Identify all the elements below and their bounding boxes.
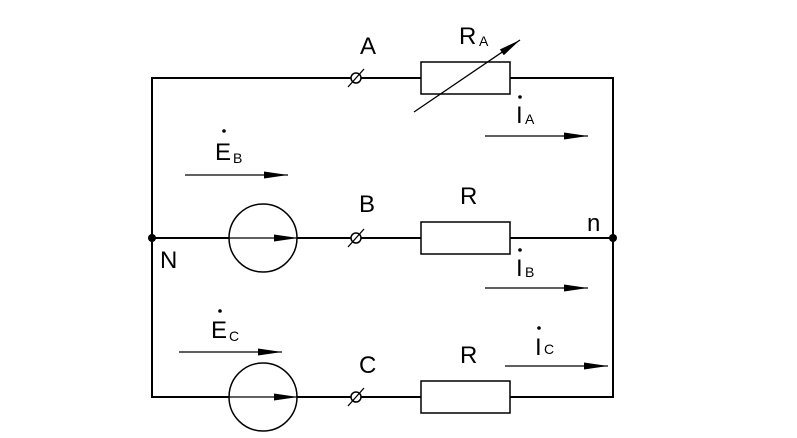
emf-label-c: E C xyxy=(211,309,239,344)
node-label-a: A xyxy=(360,33,376,60)
svg-text:A: A xyxy=(479,33,489,49)
terminal-a-icon xyxy=(347,68,365,88)
node-label-n: n xyxy=(587,210,600,237)
voltage-source-b-icon xyxy=(187,203,298,273)
resistor-ra xyxy=(420,61,511,95)
current-label-c: I C xyxy=(535,326,554,361)
svg-text:I: I xyxy=(516,255,523,282)
svg-text:B: B xyxy=(233,150,242,166)
svg-text:A: A xyxy=(525,111,535,127)
emf-label-b: E B xyxy=(215,129,242,166)
svg-text:E: E xyxy=(215,139,231,166)
svg-text:I: I xyxy=(516,102,523,129)
resistor-label-ra: R A xyxy=(459,23,489,50)
svg-text:B: B xyxy=(525,264,534,280)
current-label-b: I B xyxy=(516,248,534,282)
svg-text:I: I xyxy=(535,334,542,361)
node-N-dot xyxy=(148,234,156,242)
node-label-c: C xyxy=(359,352,376,379)
resistor-rc xyxy=(420,380,511,414)
current-label-a: I A xyxy=(516,95,535,129)
wire-phase-a xyxy=(151,77,614,238)
terminal-b-icon xyxy=(347,228,365,248)
svg-text:R: R xyxy=(459,23,476,50)
node-n-dot xyxy=(609,234,617,242)
svg-text:E: E xyxy=(211,317,227,344)
terminal-c-icon xyxy=(347,387,365,407)
resistor-label-rb: R xyxy=(460,183,477,210)
svg-text:C: C xyxy=(544,341,554,357)
resistor-label-rc: R xyxy=(460,342,477,369)
svg-text:C: C xyxy=(229,328,239,344)
node-label-b: B xyxy=(359,191,375,218)
voltage-source-c-icon xyxy=(187,362,298,432)
node-label-N: N xyxy=(160,247,177,274)
resistor-rb xyxy=(420,221,511,255)
variable-resistor-arrow-icon xyxy=(413,39,521,113)
